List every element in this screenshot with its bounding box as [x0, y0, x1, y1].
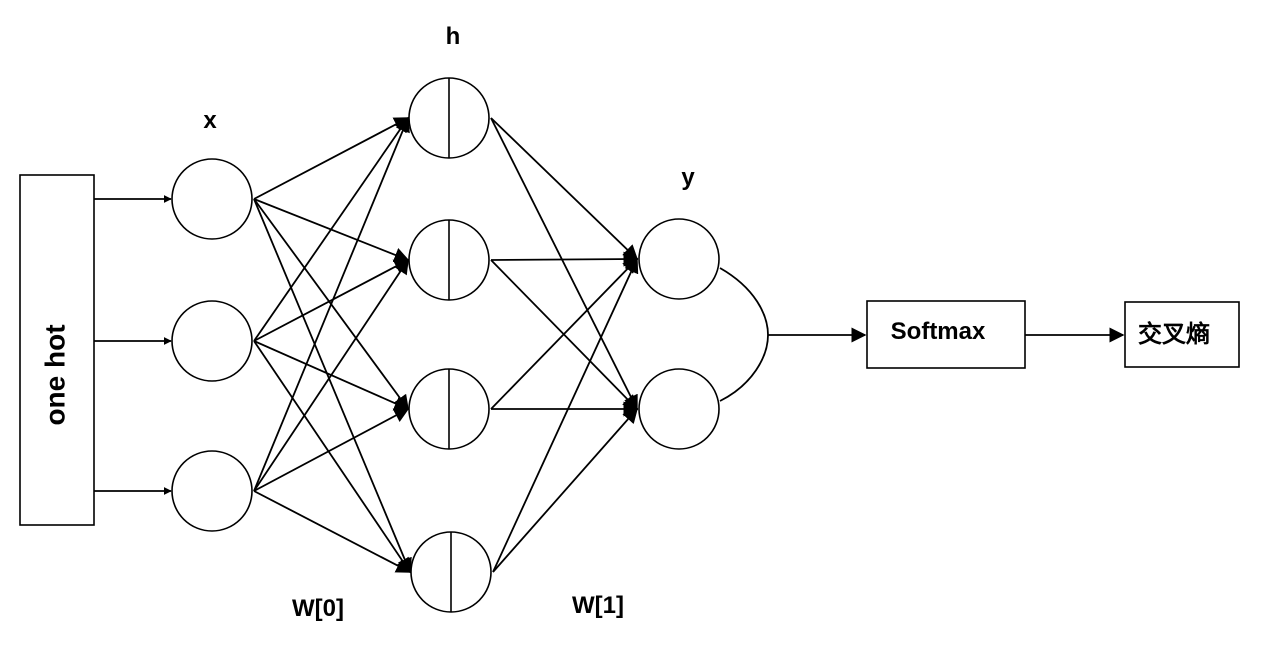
cross-entropy-box: 交叉熵	[1124, 301, 1240, 368]
weight-label-w1: W[1]	[572, 592, 624, 619]
layer-label-h: h	[446, 23, 461, 50]
y-node-2	[638, 368, 720, 450]
edge-x2-h1	[253, 116, 409, 342]
layer-label-y: y	[681, 164, 695, 191]
edge-h1-y1	[490, 117, 639, 261]
h-node-2	[408, 219, 490, 301]
h-node-4	[410, 531, 492, 613]
one-hot-label: one hot	[39, 324, 70, 425]
edge-h4-y1	[492, 257, 639, 573]
one-hot-box: one hot	[19, 174, 95, 526]
edge-h2-y1	[490, 251, 639, 267]
network-nodes	[171, 77, 720, 613]
weight-label-w0: W[0]	[292, 595, 344, 622]
h-node-1	[408, 77, 490, 159]
edge-h1-y2	[490, 117, 638, 411]
y-node-1	[638, 218, 720, 300]
output-merge-curve	[719, 267, 769, 402]
edge-x1-h1	[253, 117, 410, 200]
edge-h4-y2	[492, 407, 638, 573]
edge-x3-h4	[253, 490, 412, 573]
h-node-3	[408, 368, 490, 450]
edge-x2-h4	[253, 340, 411, 574]
edge-x2-h2	[253, 259, 410, 342]
cross-entropy-label: 交叉熵	[1138, 320, 1210, 348]
softmax-label: Softmax	[891, 318, 986, 345]
softmax-box: Softmax	[866, 300, 1026, 369]
edge-x3-h3	[253, 408, 410, 492]
edge-h3-y1	[490, 257, 639, 410]
x-node-1	[171, 158, 253, 240]
edge-x3-h1	[253, 116, 410, 492]
edge-x3-h2	[253, 258, 409, 492]
layer-label-x: x	[203, 107, 217, 134]
x-node-3	[171, 450, 253, 532]
connection-edges	[94, 116, 639, 574]
x-node-2	[171, 300, 253, 382]
edge-x1-h4	[253, 198, 412, 574]
